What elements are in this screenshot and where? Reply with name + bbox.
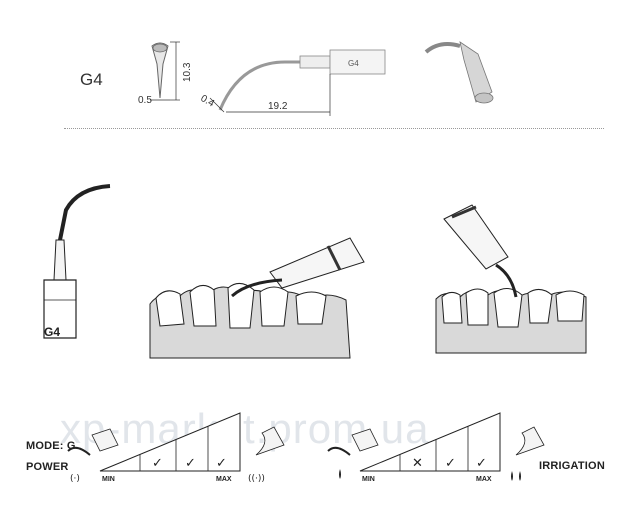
power-label: POWER: [26, 461, 69, 473]
handpiece-max-icon: [255, 426, 285, 456]
tip-length-label: 19.2: [268, 101, 288, 112]
power-max-label: MAX: [216, 476, 232, 483]
irrigation-level-3-mark: ✓: [476, 456, 487, 471]
power-scale: (·) MIN MAX ✓ ✓ ✓ ((·)): [67, 412, 285, 484]
irrigation-scale: MIN MAX ✕ ✓ ✓: [327, 412, 545, 483]
power-triangle: [99, 412, 241, 472]
power-min-label: MIN: [102, 476, 115, 483]
scaling-scene-left: [149, 237, 365, 359]
tip-body-label: G4: [44, 325, 61, 339]
section-divider: [64, 128, 604, 129]
irrigation-min-label: MIN: [362, 476, 375, 483]
irrigation-level-2-mark: ✓: [445, 456, 456, 471]
tip-body-drawing: [43, 184, 111, 339]
profile-model-label: G4: [348, 59, 359, 68]
vibration-high-icon: ((·)): [248, 474, 265, 484]
handpiece-irrigation-max-icon: [515, 426, 545, 456]
handpiece-irrigation-min-icon: [327, 446, 351, 456]
tip-height-label: 10.3: [182, 62, 193, 82]
mode-label: MODE: G: [26, 440, 76, 452]
tip-side-profile-drawing: G4: [209, 49, 386, 116]
tip-offset-label: 0.4: [199, 93, 217, 110]
model-label: G4: [80, 70, 103, 89]
tip-3d-view-drawing: [424, 41, 494, 104]
power-level-3-mark: ✓: [216, 456, 227, 471]
irrigation-triangle: [359, 412, 501, 472]
water-drop-min-icon: [339, 469, 341, 479]
water-drops-max-icon: [511, 471, 521, 481]
irrigation-label: IRRIGATION: [539, 460, 605, 472]
tip-width-label: 0.5: [138, 95, 152, 106]
tip-cross-section-drawing: [150, 41, 180, 101]
handpiece-min-icon: [67, 446, 91, 456]
irrigation-level-1-mark: ✕: [412, 456, 423, 471]
power-level-2-mark: ✓: [185, 456, 196, 471]
vibration-low-icon: (·): [70, 474, 80, 484]
irrigation-max-label: MAX: [476, 476, 492, 483]
scaling-scene-right: [435, 204, 587, 354]
power-level-1-mark: ✓: [152, 456, 163, 471]
